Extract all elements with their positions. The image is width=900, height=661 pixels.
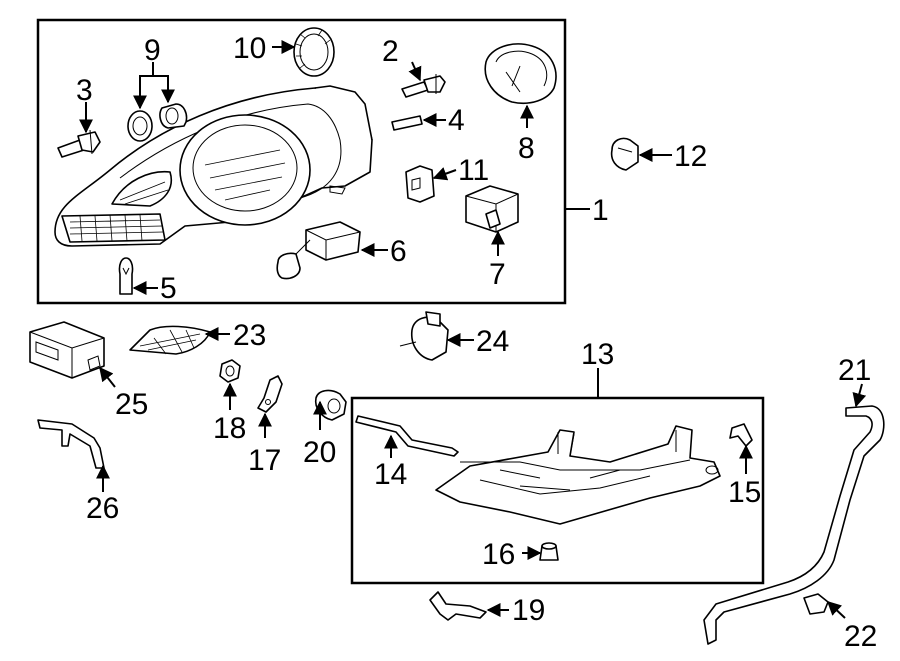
part-7-igniter[interactable] bbox=[465, 185, 519, 233]
label-20: 20 bbox=[303, 436, 336, 469]
label-25: 25 bbox=[115, 388, 148, 421]
part-18-nut[interactable] bbox=[219, 359, 241, 383]
label-8: 8 bbox=[518, 132, 535, 165]
part-9-seals[interactable] bbox=[127, 103, 188, 142]
part-16-bumper[interactable] bbox=[539, 542, 559, 561]
part-26-bracket[interactable] bbox=[37, 419, 105, 469]
lower-bracket-assembly-box bbox=[350, 396, 765, 585]
headlamp-housing[interactable] bbox=[54, 85, 373, 247]
part-23-grille[interactable] bbox=[129, 325, 211, 355]
label-26: 26 bbox=[86, 492, 119, 525]
label-22: 22 bbox=[844, 620, 877, 653]
label-1: 1 bbox=[592, 194, 609, 227]
part-5-bulb[interactable] bbox=[118, 257, 134, 295]
part-8-cover[interactable] bbox=[484, 43, 557, 104]
leader-lines bbox=[79, 40, 867, 619]
part-14-rod[interactable] bbox=[355, 415, 459, 457]
part-15-clip[interactable] bbox=[729, 423, 753, 447]
label-7: 7 bbox=[489, 258, 506, 291]
label-16: 16 bbox=[482, 538, 515, 571]
part-24-motor[interactable] bbox=[399, 311, 449, 361]
part-25-module[interactable] bbox=[29, 321, 105, 379]
label-21: 21 bbox=[838, 354, 871, 387]
label-24: 24 bbox=[476, 325, 509, 358]
label-3: 3 bbox=[76, 74, 93, 107]
label-10: 10 bbox=[233, 32, 266, 65]
part-4-bulb[interactable] bbox=[391, 115, 423, 131]
label-15: 15 bbox=[728, 476, 761, 509]
label-23: 23 bbox=[233, 319, 266, 352]
label-11: 11 bbox=[458, 154, 489, 187]
label-12: 12 bbox=[674, 140, 707, 173]
label-4: 4 bbox=[448, 104, 465, 137]
part-12-actuator[interactable] bbox=[610, 137, 639, 171]
label-13: 13 bbox=[581, 338, 614, 371]
part-2-bulb[interactable] bbox=[401, 74, 446, 98]
label-14: 14 bbox=[374, 458, 407, 491]
part-22-clip[interactable] bbox=[803, 593, 829, 615]
label-2: 2 bbox=[382, 35, 399, 68]
label-6: 6 bbox=[390, 235, 407, 268]
part-6-ballast[interactable] bbox=[276, 221, 361, 280]
label-5: 5 bbox=[160, 272, 177, 305]
part-19-sensor[interactable] bbox=[429, 591, 487, 621]
label-19: 19 bbox=[512, 594, 545, 627]
part-17-clip[interactable] bbox=[257, 375, 283, 413]
part-11-connector[interactable] bbox=[405, 165, 435, 203]
label-18: 18 bbox=[213, 412, 246, 445]
label-17: 17 bbox=[248, 444, 281, 477]
part-13-bracket[interactable] bbox=[435, 425, 721, 525]
label-9: 9 bbox=[144, 34, 161, 67]
part-10-ring[interactable] bbox=[293, 27, 335, 77]
part-21-hose[interactable] bbox=[703, 405, 885, 645]
part-3-bulb[interactable] bbox=[57, 129, 101, 158]
headlamp-assembly-box bbox=[36, 18, 567, 305]
